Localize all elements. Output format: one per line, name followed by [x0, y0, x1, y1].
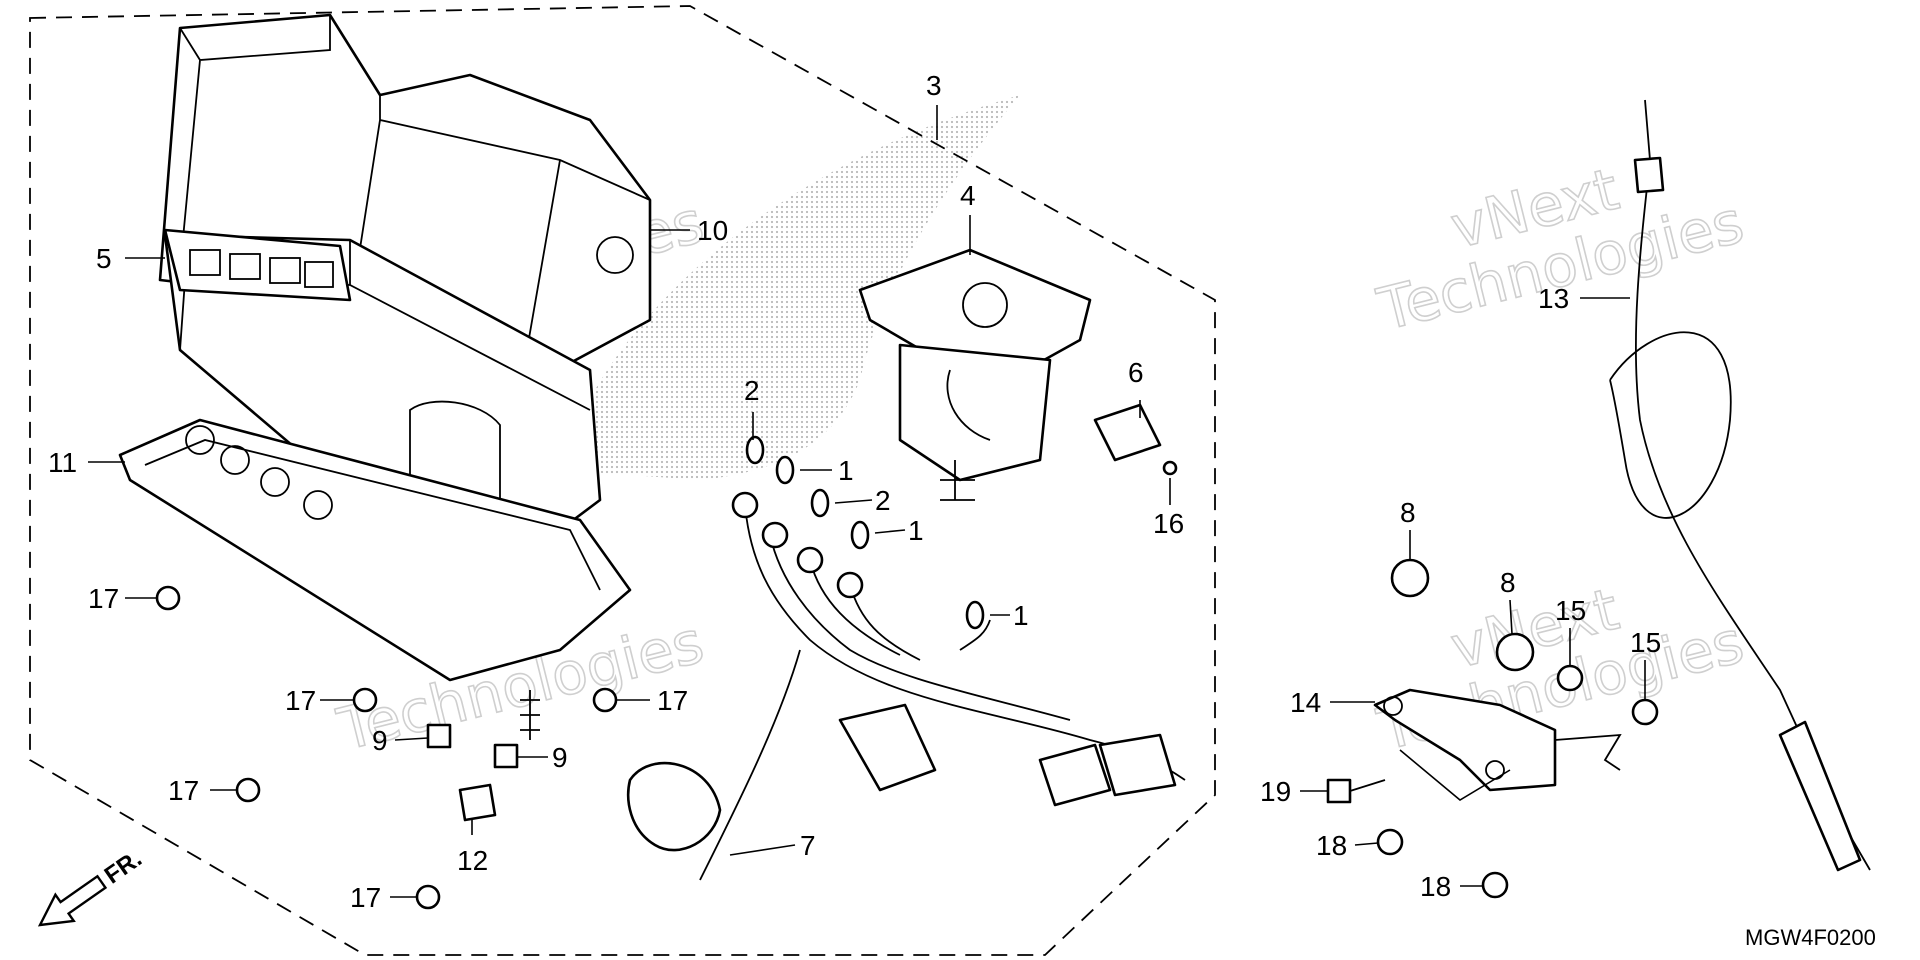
socket-screw — [1162, 460, 1178, 476]
bracket-14 — [1373, 688, 1622, 801]
callout-18-b: 18 — [1420, 871, 1451, 902]
callout-1-b: 1 — [908, 515, 924, 546]
wire-harness — [626, 491, 1186, 881]
screws-17 — [155, 585, 618, 910]
nuts-18 — [1376, 828, 1509, 899]
front-arrow-icon — [37, 874, 108, 927]
callout-1-c: 1 — [1013, 600, 1029, 631]
callout-2-a: 2 — [744, 375, 760, 406]
callout-8-a: 8 — [1400, 497, 1416, 528]
bulb-socket — [1093, 403, 1162, 462]
callout-12: 12 — [457, 845, 488, 876]
bulbs — [745, 435, 985, 630]
indicator-panel — [163, 228, 352, 302]
callout-4: 4 — [960, 180, 976, 211]
callout-19: 19 — [1260, 776, 1291, 807]
callout-9-a: 9 — [372, 725, 388, 756]
callout-5: 5 — [96, 243, 112, 274]
callout-17-b: 17 — [285, 685, 316, 716]
speedometer-cable — [1609, 99, 1871, 872]
callout-17-e: 17 — [350, 882, 381, 913]
gauge-unit — [858, 248, 1092, 501]
callout-16: 16 — [1153, 508, 1184, 539]
wing-emblem-backdrop — [560, 95, 1020, 480]
meter-assembly-boundary — [29, 5, 1216, 956]
callout-15-a: 15 — [1555, 595, 1586, 626]
diagram-code: MGW4F0200 — [1745, 925, 1876, 950]
callout-14: 14 — [1290, 687, 1321, 718]
screws-9 — [426, 723, 519, 769]
grommets-8 — [1390, 558, 1535, 672]
callout-labels: 3 4 5 10 11 2 1 2 1 1 6 16 7 12 9 9 17 1… — [48, 70, 1661, 913]
callout-17-a: 17 — [88, 583, 119, 614]
callout-18-a: 18 — [1316, 830, 1347, 861]
callout-15-b: 15 — [1630, 627, 1661, 658]
callout-11: 11 — [48, 447, 77, 478]
callout-10: 10 — [697, 215, 728, 246]
front-marker-label: FR. — [100, 845, 147, 889]
callout-1-a: 1 — [838, 455, 854, 486]
callout-17-d: 17 — [657, 685, 688, 716]
bolt-19 — [1326, 778, 1386, 804]
callout-13: 13 — [1538, 283, 1569, 314]
callout-17-c: 17 — [168, 775, 199, 806]
callout-8-b: 8 — [1500, 567, 1516, 598]
meter-case-base — [118, 418, 632, 740]
leader-lines — [88, 105, 1646, 898]
callout-2-b: 2 — [875, 485, 891, 516]
callout-3: 3 — [926, 70, 942, 101]
rubber-grommet-12 — [458, 783, 497, 822]
front-direction-marker: FR. — [37, 845, 147, 927]
callout-6: 6 — [1128, 357, 1144, 388]
callout-7: 7 — [800, 830, 816, 861]
callout-9-b: 9 — [552, 742, 568, 773]
